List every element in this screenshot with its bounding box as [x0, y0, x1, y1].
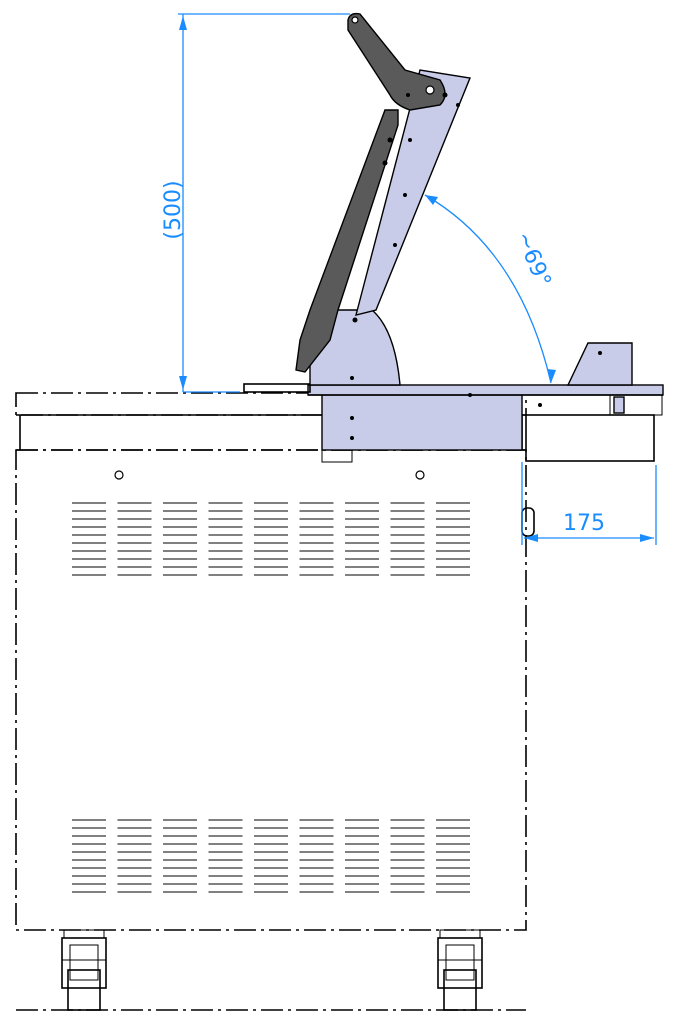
caster-right [437, 929, 483, 1011]
caster-left [61, 929, 107, 1011]
cabinet-screw-left [114, 470, 124, 480]
column [355, 69, 471, 316]
base-plate [307, 384, 664, 396]
subframe [321, 391, 523, 451]
cabinet [15, 392, 527, 931]
angle-label: ~69° [511, 228, 556, 291]
height-label: (500) [161, 180, 186, 239]
arm-dark [295, 109, 399, 373]
vent-grille-bottom [72, 819, 470, 893]
vent-grille-top [72, 502, 470, 576]
front-lip [243, 383, 311, 393]
cabinet-body [15, 449, 527, 931]
right-bracket [566, 342, 633, 386]
offset-label: 175 [563, 511, 605, 536]
arm-handle [347, 12, 446, 111]
dimension-height: (500) [161, 13, 350, 393]
cabinet-screw-right [415, 470, 425, 480]
dimension-offset: 175 [521, 462, 657, 545]
platform [243, 383, 664, 463]
dimension-angle: ~69° [424, 194, 556, 384]
